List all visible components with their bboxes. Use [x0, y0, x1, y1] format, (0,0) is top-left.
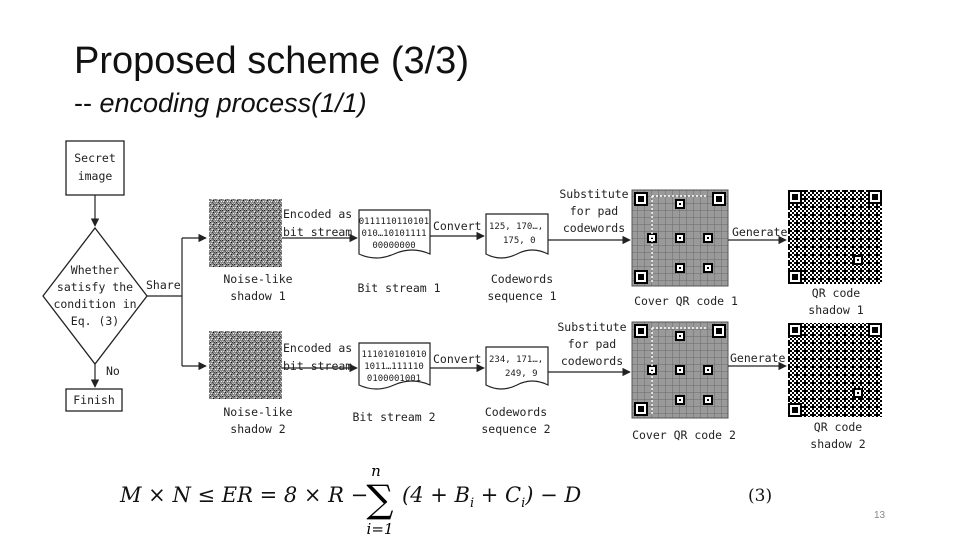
cover-qr-1-label: Cover QR code 1	[634, 294, 738, 308]
encoded-2-label-2: bit stream	[283, 359, 352, 373]
generate-2-label: Generate	[730, 351, 785, 365]
qr-1-label-1: QR code	[812, 286, 861, 300]
decision-label-4: Eq. (3)	[71, 314, 119, 328]
qr-2-label-2: shadow 2	[810, 437, 865, 451]
convert-1-label: Convert	[433, 219, 481, 233]
page-number: 13	[874, 510, 886, 521]
encoded-1-label-1: Encoded as	[283, 207, 352, 221]
generate-1-label: Generate	[732, 225, 787, 239]
equation-lhs: M × N ≤ ER = 8 × R −	[120, 483, 369, 507]
cover-qr-code-2	[631, 321, 729, 419]
equation-sub-c: i	[521, 496, 526, 512]
decision-label-2: satisfy the	[57, 280, 133, 294]
encoded-2-label-1: Encoded as	[283, 341, 352, 355]
shadow-2-label-1: Noise-like	[223, 405, 292, 419]
decision-label-1: Whether	[71, 263, 120, 277]
substitute-1-label-3: codewords	[563, 221, 625, 235]
shadow-1-label-1: Noise-like	[223, 272, 292, 286]
sum-upper-limit: n	[371, 462, 381, 480]
codewords-1-line-2: 175, 0	[503, 236, 536, 246]
no-label: No	[106, 364, 120, 378]
substitute-1-label-1: Substitute	[559, 187, 628, 201]
codewords-2-label-1: Codewords	[485, 405, 547, 419]
codewords-2-label-2: sequence 2	[481, 422, 550, 436]
secret-image-label-2: image	[78, 169, 113, 183]
substitute-2-label-2: for pad	[568, 337, 616, 351]
codewords-1-label-2: sequence 1	[487, 289, 556, 303]
sum-lower-limit: i=1	[367, 520, 394, 538]
qr-code-shadow-2	[788, 323, 882, 417]
qr-code-shadow-1	[788, 190, 882, 284]
substitute-2-label-1: Substitute	[557, 320, 626, 334]
encoded-1-label-2: bit stream	[283, 225, 352, 239]
finish-box	[65, 388, 123, 412]
bitstream-2-line-1: 111010101010	[361, 350, 426, 360]
equation-rhs: (4 + Bi + Ci) − D	[402, 483, 581, 511]
bitstream-1-line-3: 00000000	[372, 241, 415, 251]
subtitle-prefix: --	[74, 88, 100, 118]
equation-number: (3)	[748, 486, 773, 506]
codewords-1-label-1: Codewords	[491, 272, 553, 286]
bitstream-1-line-1: 0111110110101	[359, 217, 429, 227]
bitstream-2-box	[358, 342, 431, 390]
secret-image-box	[65, 140, 125, 196]
equation-tail: ) − D	[525, 483, 582, 507]
qr-2-label-1: QR code	[814, 420, 863, 434]
bitstream-2-label: Bit stream 2	[352, 410, 435, 424]
noise-shadow-1	[209, 199, 282, 267]
finish-label: Finish	[73, 393, 115, 407]
slide-title: Proposed scheme (3/3)	[74, 40, 469, 82]
equation-term-c: + C	[474, 483, 522, 507]
codewords-2-line-1: 234, 171…,	[489, 355, 543, 365]
subtitle-italic: encoding process(1/1)	[99, 88, 367, 118]
codewords-1-line-1: 125, 170…,	[489, 222, 543, 232]
bitstream-1-box	[358, 209, 431, 259]
equation-sub-b: i	[469, 496, 475, 512]
shadow-2-label-2: shadow 2	[230, 422, 285, 436]
bitstream-1-label: Bit stream 1	[357, 281, 440, 295]
share-label: Share	[146, 278, 181, 292]
slide-subtitle: -- encoding process(1/1)	[74, 88, 367, 119]
codewords-1-box	[485, 213, 549, 259]
convert-2-label: Convert	[433, 352, 481, 366]
equation-term-b: (4 + B	[402, 483, 470, 507]
qr-1-label-2: shadow 1	[808, 303, 863, 317]
codewords-2-box	[485, 346, 549, 390]
secret-image-label-1: Secret	[74, 151, 116, 165]
cover-qr-2-label: Cover QR code 2	[632, 428, 736, 442]
shadow-1-label-2: shadow 1	[230, 289, 285, 303]
bitstream-2-line-2: 1011…111110	[364, 362, 424, 372]
decision-diamond	[42, 226, 148, 366]
substitute-1-label-2: for pad	[570, 204, 618, 218]
bitstream-2-line-3: 0100001001	[367, 374, 421, 384]
substitute-2-label-3: codewords	[561, 354, 623, 368]
codewords-2-line-2: 249, 9	[505, 369, 538, 379]
decision-label-3: condition in	[53, 297, 136, 311]
cover-qr-code-1	[631, 189, 729, 287]
bitstream-1-line-2: 010…10101111	[361, 229, 426, 239]
sum-symbol: ∑	[366, 477, 393, 521]
noise-shadow-2	[209, 331, 282, 399]
